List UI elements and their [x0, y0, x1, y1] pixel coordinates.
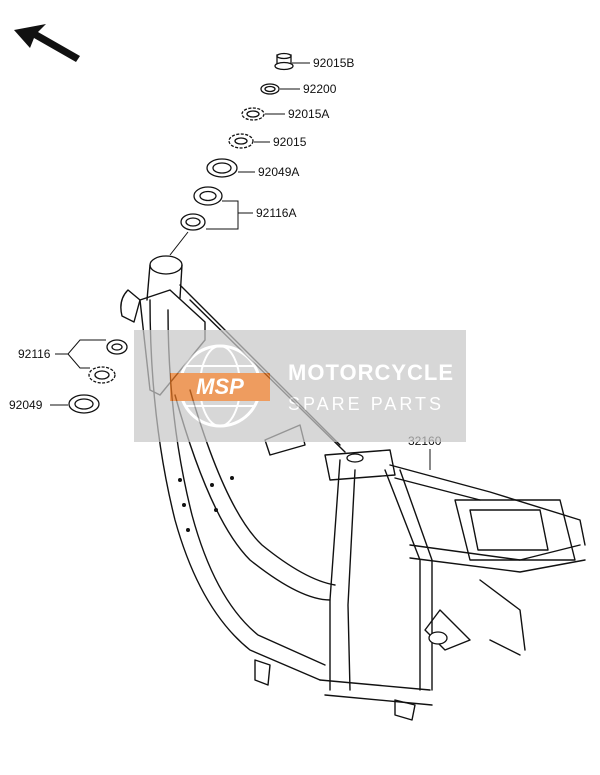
watermark-title: MOTORCYCLE — [288, 360, 454, 385]
label-92049a: 92049A — [258, 165, 299, 179]
arrow-up-left-icon — [14, 24, 80, 62]
logo-text: MSP — [196, 374, 244, 399]
part-92049-seal — [68, 394, 100, 414]
label-92200: 92200 — [303, 82, 337, 96]
part-92015-nut — [228, 133, 254, 149]
label-92015b: 92015B — [313, 56, 354, 70]
part-92015a-locknut — [241, 107, 265, 121]
label-92049: 92049 — [9, 398, 43, 412]
part-92116a-bearing-upper — [193, 186, 223, 206]
part-92200-washer — [260, 83, 280, 95]
part-92116-bearing — [106, 339, 128, 355]
label-92015a: 92015A — [288, 107, 329, 121]
msp-logo: MSP — [170, 344, 270, 428]
watermark-subtitle: SPARE PARTS — [288, 394, 444, 414]
label-92116a: 92116A — [256, 206, 296, 220]
part-92049a-seal — [206, 158, 238, 178]
part-92015b-nut — [274, 52, 294, 71]
label-92116: 92116 — [18, 347, 51, 361]
part-92116-race — [88, 366, 116, 384]
watermark: MSP MOTORCYCLE SPARE PARTS — [134, 330, 466, 442]
label-92015: 92015 — [273, 135, 307, 149]
frame-32160 — [120, 255, 586, 721]
part-92116a-bearing-lower — [180, 213, 206, 231]
